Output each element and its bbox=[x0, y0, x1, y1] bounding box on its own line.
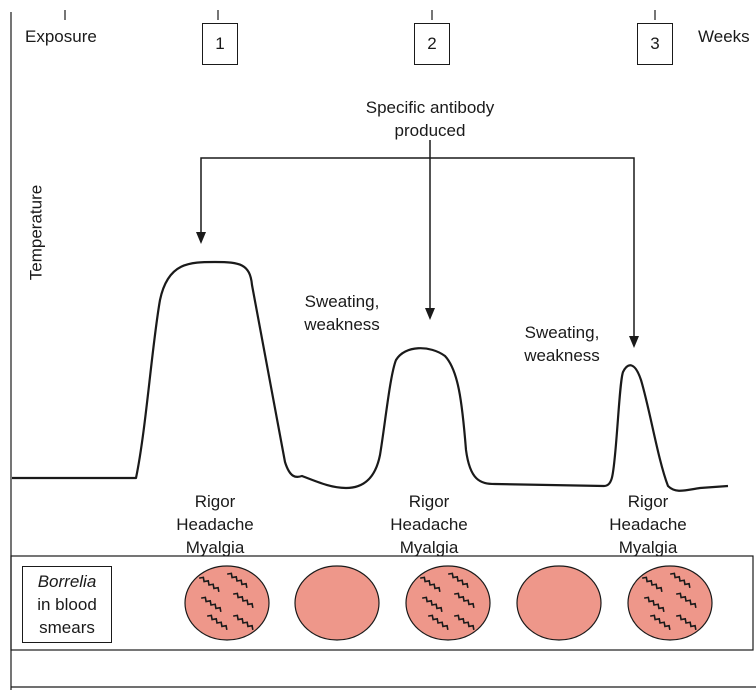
symptom-headache: Headache bbox=[609, 515, 687, 534]
temperature-curve bbox=[12, 260, 729, 492]
spirochete-icon bbox=[642, 576, 663, 593]
symptom-myalgia: Myalgia bbox=[618, 538, 678, 557]
spirochete-icon bbox=[670, 572, 691, 589]
symptom-rigor: Rigor bbox=[627, 492, 669, 511]
spirochete-icon bbox=[676, 614, 697, 631]
symptom-rigor: Rigor bbox=[408, 492, 450, 511]
sweating-label-1-line-2: weakness bbox=[304, 315, 380, 334]
spirochete-icon bbox=[422, 596, 443, 613]
antibody-label-line-1: Specific antibody bbox=[365, 98, 495, 117]
arrowhead-3 bbox=[629, 336, 639, 348]
spirochete-icon bbox=[207, 614, 228, 631]
temperature-axis-label: Temperature bbox=[26, 184, 46, 281]
week-1-box: 1 bbox=[202, 23, 238, 65]
blood-smear-circle bbox=[627, 565, 713, 641]
spirochete-icon bbox=[454, 592, 475, 609]
spirochete-icon bbox=[454, 614, 475, 631]
blood-smear-circle bbox=[294, 565, 380, 641]
symptom-headache: Headache bbox=[176, 515, 254, 534]
spirochete-icon bbox=[233, 592, 254, 609]
spirochete-icon bbox=[448, 572, 469, 589]
borrelia-legend-box: Borrelia in blood smears bbox=[22, 566, 112, 643]
arrowhead-2 bbox=[425, 308, 435, 320]
antibody-label-line-2: produced bbox=[394, 121, 466, 140]
sweating-label-2-line-2: weakness bbox=[524, 346, 600, 365]
spirochete-icon bbox=[650, 614, 671, 631]
sweating-label-2-line-1: Sweating, bbox=[524, 323, 600, 342]
symptom-myalgia: Myalgia bbox=[185, 538, 245, 557]
symptom-rigor: Rigor bbox=[194, 492, 236, 511]
weeks-unit-label: Weeks bbox=[698, 27, 750, 46]
arrowhead-1 bbox=[196, 232, 206, 244]
week-3-box: 3 bbox=[637, 23, 673, 65]
symptom-headache: Headache bbox=[390, 515, 468, 534]
sweating-label-1-line-1: Sweating, bbox=[304, 292, 380, 311]
symptom-myalgia: Myalgia bbox=[399, 538, 459, 557]
exposure-label: Exposure bbox=[25, 27, 97, 46]
antibody-bracket bbox=[200, 140, 635, 340]
symptoms-episode-1: Rigor Headache Myalgia bbox=[165, 490, 265, 559]
borrelia-label: Borrelia bbox=[37, 572, 97, 591]
spirochete-icon bbox=[644, 596, 665, 613]
sweating-label-2: Sweating, weakness bbox=[512, 321, 612, 367]
sweating-label-1: Sweating, weakness bbox=[292, 290, 392, 336]
spirochete-icon bbox=[201, 596, 222, 613]
blood-smear-row bbox=[184, 565, 713, 641]
blood-smear-circle bbox=[516, 565, 602, 641]
spirochete-icon bbox=[428, 614, 449, 631]
spirochete-icon bbox=[233, 614, 254, 631]
week-2-box: 2 bbox=[414, 23, 450, 65]
spirochete-icon bbox=[420, 576, 441, 593]
symptoms-episode-2: Rigor Headache Myalgia bbox=[379, 490, 479, 559]
blood-smear-circle bbox=[405, 565, 491, 641]
symptoms-episode-3: Rigor Headache Myalgia bbox=[598, 490, 698, 559]
spirochete-icon bbox=[199, 576, 220, 593]
antibody-arrowheads bbox=[196, 232, 639, 348]
legend-line-2: in blood bbox=[37, 595, 97, 614]
antibody-label: Specific antibody produced bbox=[340, 96, 520, 142]
blood-smear-circle bbox=[184, 565, 270, 641]
legend-line-3: smears bbox=[39, 618, 95, 637]
spirochete-icon bbox=[676, 592, 697, 609]
spirochete-icon bbox=[227, 572, 248, 589]
blood-smear-panel bbox=[10, 555, 754, 651]
